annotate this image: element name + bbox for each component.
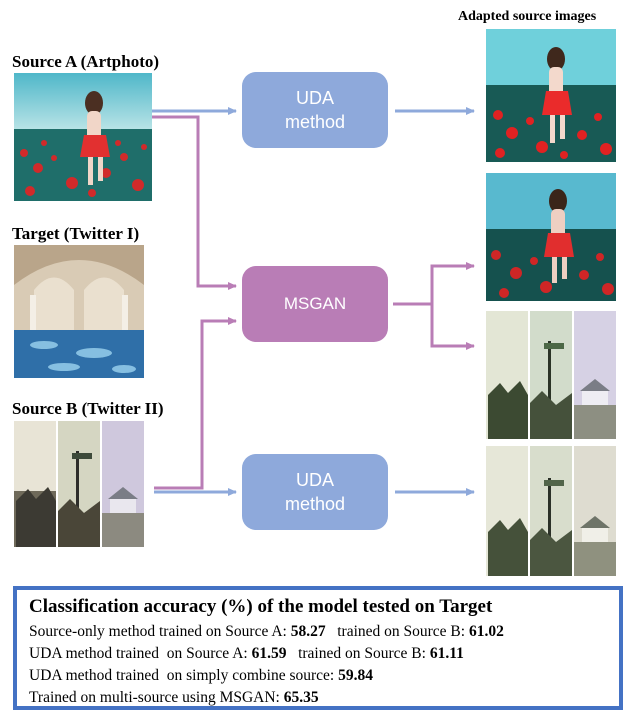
arrow-msgan-to-adapted-b xyxy=(430,304,475,350)
arrow-source-a-to-msgan xyxy=(152,115,237,290)
uda-method-box-bottom: UDA method xyxy=(242,454,388,530)
source-a-label: Source A (Artphoto) xyxy=(12,52,160,71)
row-text: UDA method trained on simply combine sou… xyxy=(29,667,339,684)
row-value: 58.27 xyxy=(290,623,326,640)
adapted-source-b-msgan-image xyxy=(486,311,616,439)
adapted-label: Adapted source images xyxy=(458,9,597,24)
row-value: 65.35 xyxy=(283,689,319,706)
uda-method-box-top: UDA method xyxy=(242,72,388,148)
arrow-msgan-to-adapted-a xyxy=(430,262,475,304)
result-row-msgan: Trained on multi-source using MSGAN: 65.… xyxy=(29,687,607,709)
result-row-uda: UDA method trained on Source A: 61.59 tr… xyxy=(29,643,607,665)
row-text: trained on Source B: xyxy=(286,645,430,662)
target-label: Target (Twitter I) xyxy=(12,224,140,243)
msgan-box-label: MSGAN xyxy=(283,294,347,313)
adapted-source-b-uda-image xyxy=(486,446,616,576)
source-a-image xyxy=(14,73,152,201)
target-image xyxy=(14,245,144,378)
adapted-source-a-uda-image xyxy=(486,29,616,162)
uda-box-top-line1: UDA xyxy=(295,88,334,108)
row-value: 61.59 xyxy=(251,645,287,662)
msgan-box: MSGAN xyxy=(242,266,388,342)
source-b-label: Source B (Twitter II) xyxy=(12,399,164,418)
uda-box-bottom-line2: method xyxy=(284,494,346,514)
adapted-source-a-msgan-image xyxy=(486,173,616,301)
row-value: 61.02 xyxy=(468,623,504,640)
row-value: 59.84 xyxy=(338,667,373,684)
row-text: UDA method trained on Source A: xyxy=(29,645,252,662)
uda-box-bottom-line1: UDA xyxy=(295,470,334,490)
results-panel: Classification accuracy (%) of the model… xyxy=(13,586,623,710)
row-text: Source-only method trained on Source A: xyxy=(29,623,291,640)
uda-box-top-line2: method xyxy=(284,112,346,132)
arrow-source-b-to-msgan xyxy=(154,317,237,490)
results-title: Classification accuracy (%) of the model… xyxy=(29,596,493,617)
row-text: Trained on multi-source using MSGAN: xyxy=(29,689,284,706)
row-value: 61.11 xyxy=(429,645,464,662)
result-row-uda-combined: UDA method trained on simply combine sou… xyxy=(29,665,607,687)
source-b-image xyxy=(14,421,144,547)
result-row-source-only: Source-only method trained on Source A: … xyxy=(29,621,607,643)
row-text: trained on Source B: xyxy=(325,623,469,640)
